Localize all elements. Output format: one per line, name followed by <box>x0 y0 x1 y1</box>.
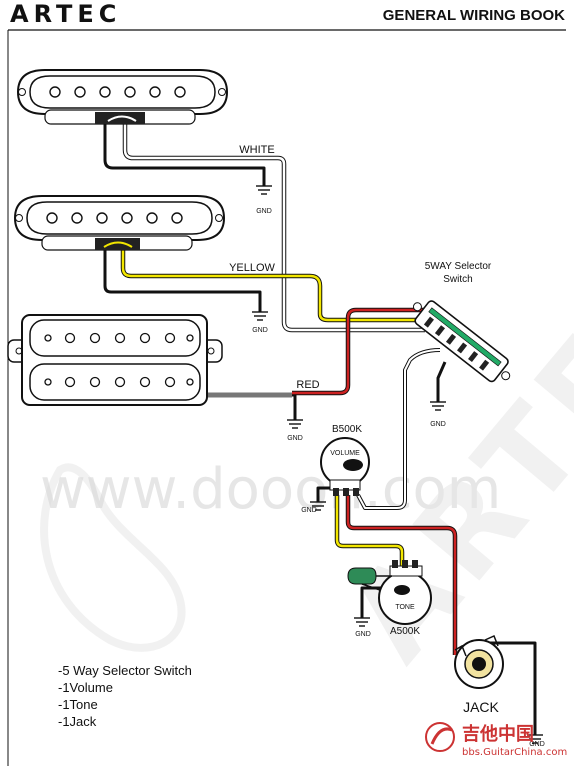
pole-pieces <box>46 212 183 224</box>
volume-part-label: B500K <box>332 424 362 435</box>
tone-pot: TONE A500K <box>347 560 432 637</box>
wire-jack-ground <box>485 641 537 735</box>
wire-volume-to-jack-fill <box>346 495 457 655</box>
watermark-layer: ARTEC www.doooh.com <box>40 228 574 686</box>
parts-list-item: -1Tone <box>58 697 98 712</box>
ground-label: GND <box>256 208 272 215</box>
switch-title-line1: 5WAY Selector <box>425 261 492 272</box>
ground-label: GND <box>355 631 371 638</box>
tone-part-label: A500K <box>390 626 420 637</box>
parts-list-item: -1Jack <box>58 714 97 729</box>
middle-pickup <box>13 195 226 251</box>
volume-name-label: VOLUME <box>330 450 360 457</box>
ground-label: GND <box>529 741 545 748</box>
watermark-site: www.doooh.com <box>40 457 501 522</box>
ground-humbucker: GND <box>287 419 303 442</box>
tone-capacitor <box>347 567 392 591</box>
wire-volume-to-tone-fill <box>335 495 404 566</box>
ground-jack: GND <box>527 734 545 748</box>
jack-label: JACK <box>463 699 499 715</box>
ground-label: GND <box>430 421 446 428</box>
ground-symbols: GND GND GND GND GND GND GND <box>252 185 545 748</box>
selector-switch: 5WAY Selector Switch <box>412 261 511 383</box>
wire-middle-ground <box>103 245 262 312</box>
wire-switch-to-volume-fill <box>357 349 441 509</box>
wire-white-fill <box>123 118 425 332</box>
red-wire-label: RED <box>296 379 319 391</box>
pole-pieces <box>44 332 194 388</box>
parts-list-item: -1Volume <box>58 680 113 695</box>
white-wire-label: WHITE <box>239 144 274 156</box>
wires <box>103 118 537 735</box>
wire-switch-ground <box>436 361 447 402</box>
brand-logo: ARTEC <box>10 0 121 28</box>
ground-label: GND <box>287 435 303 442</box>
switch-title-line2: Switch <box>443 274 472 285</box>
ground-switch: GND <box>430 401 446 428</box>
parts-list: -5 Way Selector Switch -1Volume -1Tone -… <box>58 663 192 729</box>
book-title: GENERAL WIRING BOOK <box>383 7 565 24</box>
wire-humbucker-ground <box>292 393 297 420</box>
stamp-url: bbs.GuitarChina.com <box>462 747 567 758</box>
wire-neck-ground <box>103 118 266 186</box>
ground-middle: GND <box>252 311 268 334</box>
wire-yellow-fill <box>121 245 425 322</box>
pole-pieces <box>49 86 186 98</box>
ground-neck: GND <box>256 185 272 215</box>
volume-pot: B500K VOLUME <box>320 424 370 496</box>
parts-list-item: -5 Way Selector Switch <box>58 663 192 678</box>
humbucker-pickup <box>7 314 223 406</box>
header: ARTEC GENERAL WIRING BOOK <box>7 0 566 766</box>
stamp-chinese: 吉他中国 <box>462 723 534 745</box>
output-jack: JACK <box>454 634 504 715</box>
watermark-guitar-icon <box>40 463 186 652</box>
ground-label: GND <box>301 507 317 514</box>
yellow-wire-label: YELLOW <box>229 262 275 274</box>
ground-tone: GND <box>354 617 371 638</box>
ground-volume: GND <box>301 501 326 514</box>
tone-name-label: TONE <box>395 604 415 611</box>
wire-red-fill <box>292 308 425 395</box>
corner-stamp: 吉他中国 bbs.GuitarChina.com <box>425 722 567 758</box>
ground-label: GND <box>252 327 268 334</box>
neck-pickup <box>16 69 229 125</box>
